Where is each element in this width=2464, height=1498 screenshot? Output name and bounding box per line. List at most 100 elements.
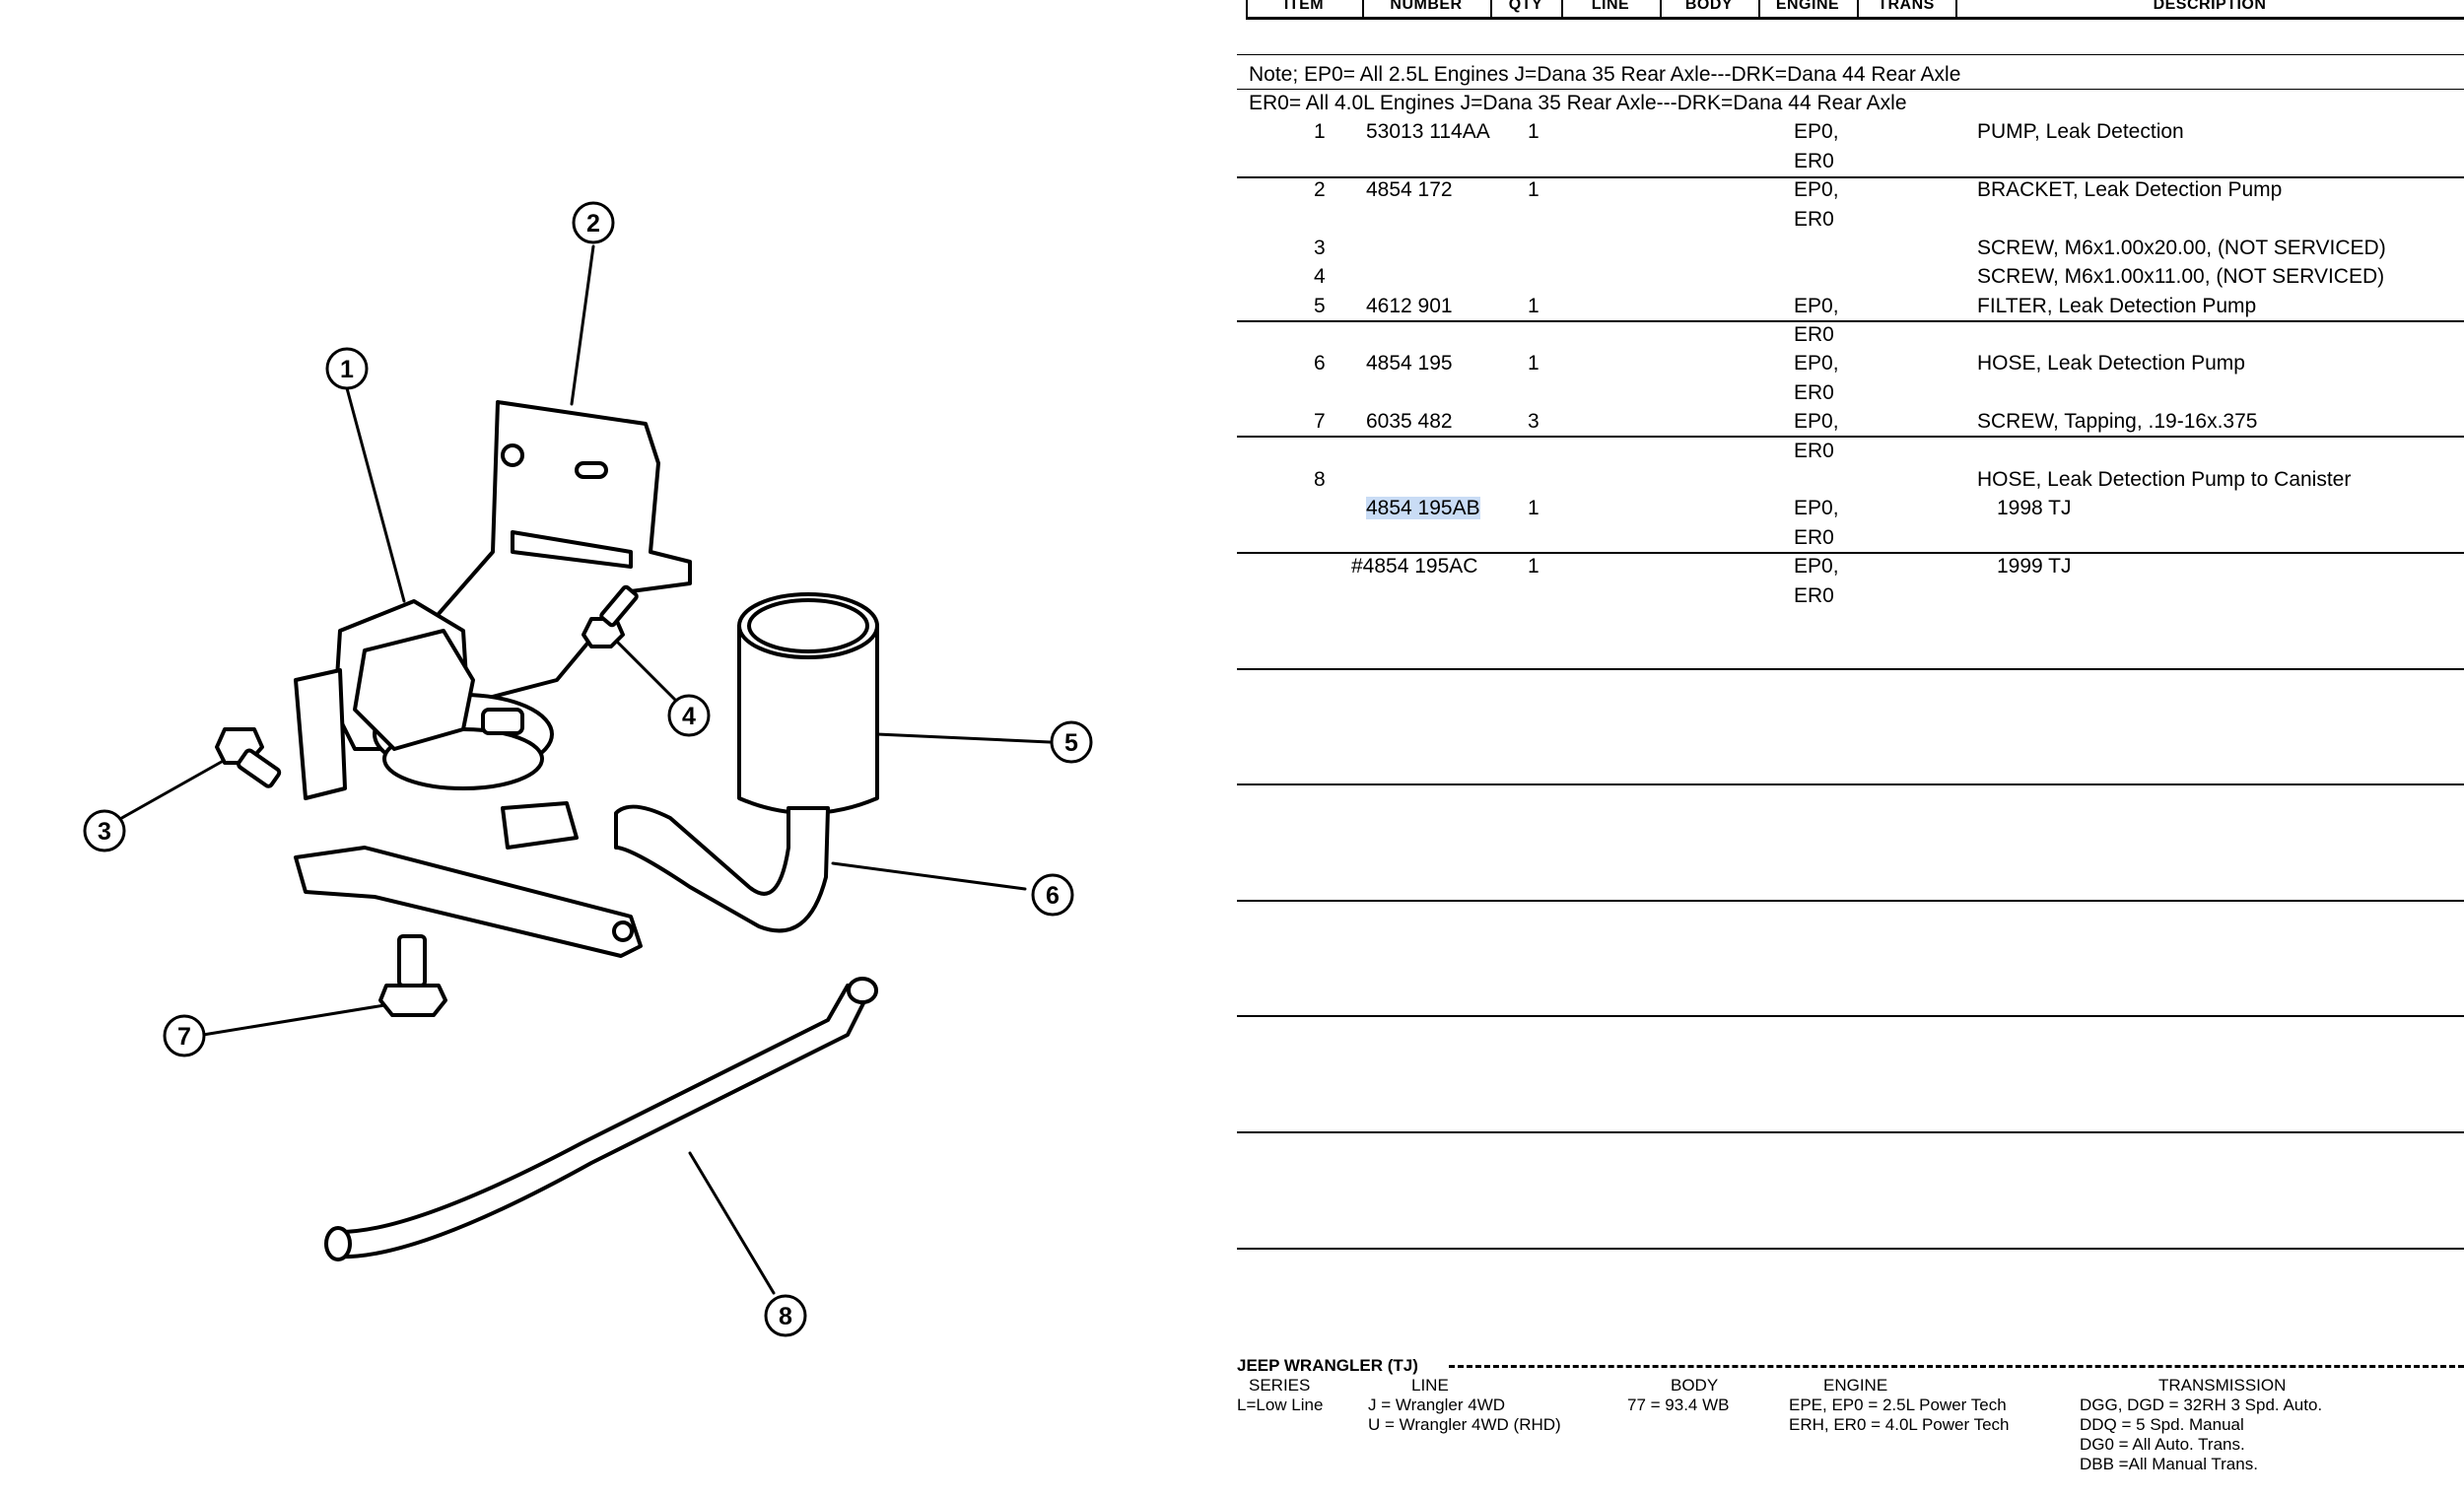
row-2-engine-2: ER0 — [1794, 208, 1834, 231]
legend-line: LINE J = Wrangler 4WD U = Wrangler 4WD (… — [1368, 1376, 1561, 1435]
filter-part — [737, 592, 879, 815]
row-8a-engine-2: ER0 — [1794, 526, 1834, 549]
legend-transmission-entry: DGG, DGD = 32RH 3 Spd. Auto. — [2080, 1396, 2323, 1414]
leader-line-4 — [614, 639, 677, 702]
legend-line-heading: LINE — [1411, 1376, 1449, 1395]
legend-engine-heading: ENGINE — [1823, 1376, 1888, 1395]
row-1-description: PUMP, Leak Detection — [1977, 120, 2184, 143]
row-2-qty: 1 — [1528, 178, 1540, 201]
row-7-engine: EP0, — [1794, 410, 1839, 433]
leader-line-2 — [570, 244, 595, 406]
callout-1-label: 1 — [340, 356, 354, 383]
row-6-number: 4854 195 — [1366, 352, 1453, 374]
row-5-item: 5 — [1314, 295, 1326, 317]
callout-7-label: 7 — [177, 1023, 191, 1051]
bracket-lower-arm — [294, 846, 643, 958]
row-5-engine: EP0, — [1794, 295, 1839, 317]
hose-6-part — [614, 804, 830, 933]
header-trans: TRANS — [1878, 0, 1935, 13]
legend-engine-entry: EPE, EP0 = 2.5L Power Tech — [1789, 1396, 2007, 1414]
table-rule — [1237, 176, 2464, 178]
row-1-qty: 1 — [1528, 120, 1540, 143]
row-2-item: 2 — [1314, 178, 1326, 201]
row-3-description: SCREW, M6x1.00x20.00, (NOT SERVICED) — [1977, 237, 2386, 259]
row-6-engine: EP0, — [1794, 352, 1839, 374]
table-rule — [1237, 552, 2464, 554]
hose-8-end-left — [324, 1226, 352, 1261]
legend-engine: ENGINE EPE, EP0 = 2.5L Power Tech ERH, E… — [1789, 1376, 2009, 1435]
row-8b-engine: EP0, — [1794, 555, 1839, 578]
callout-4: 4 — [667, 694, 711, 737]
row-6-qty: 1 — [1528, 352, 1540, 374]
legend-body: BODY 77 = 93.4 WB — [1627, 1376, 1729, 1415]
legend-engine-entry: ERH, ER0 = 4.0L Power Tech — [1789, 1415, 2010, 1434]
leader-line-6 — [831, 861, 1027, 891]
row-7-description: SCREW, Tapping, .19-16x.375 — [1977, 410, 2258, 433]
leader-line-5 — [875, 732, 1052, 744]
row-6-item: 6 — [1314, 352, 1326, 374]
row-8b-engine-2: ER0 — [1794, 584, 1834, 607]
row-4-description: SCREW, M6x1.00x11.00, (NOT SERVICED) — [1977, 265, 2385, 288]
row-5-number: 4612 901 — [1366, 295, 1453, 317]
legend-transmission-heading: TRANSMISSION — [2158, 1376, 2287, 1395]
legend-body-heading: BODY — [1671, 1376, 1719, 1395]
table-rule — [1237, 1015, 2464, 1017]
callout-7: 7 — [163, 1014, 206, 1057]
legend-series-heading: SERIES — [1249, 1376, 1311, 1395]
row-1-engine-2: ER0 — [1794, 150, 1834, 172]
hose-8-part — [333, 984, 869, 1260]
row-8a-number: 4854 195AB — [1366, 497, 1480, 520]
highlighted-part-number: 4854 195AB — [1366, 497, 1480, 519]
screw-7-part — [378, 934, 447, 1017]
row-2-engine: EP0, — [1794, 178, 1839, 201]
header-description: DESCRIPTION — [2153, 0, 2267, 13]
callout-2: 2 — [572, 201, 615, 244]
legend-series-line: L=Low Line — [1237, 1396, 1324, 1414]
bracket-slot — [575, 461, 608, 479]
callout-4-label: 4 — [682, 703, 696, 730]
row-7-item: 7 — [1314, 410, 1326, 433]
row-8a-engine: EP0, — [1794, 497, 1839, 519]
row-5-qty: 1 — [1528, 295, 1540, 317]
bracket-rib — [511, 530, 633, 569]
row-4-item: 4 — [1314, 265, 1326, 288]
callout-5-label: 5 — [1064, 729, 1078, 757]
pump-nipple — [481, 708, 524, 735]
header-engine: ENGINE — [1775, 0, 1840, 13]
table-rule — [1237, 668, 2464, 670]
header-number: NUMBER — [1390, 0, 1463, 13]
callout-6-label: 6 — [1046, 882, 1060, 910]
row-8-item: 8 — [1314, 468, 1326, 491]
row-1-number: 53013 114AA — [1366, 120, 1490, 143]
table-rule — [1237, 900, 2464, 902]
callout-6: 6 — [1031, 873, 1074, 917]
pump-solenoid — [353, 629, 475, 751]
callout-5: 5 — [1050, 720, 1093, 764]
table-rule — [1237, 320, 2464, 322]
legend-transmission: TRANSMISSION DGG, DGD = 32RH 3 Spd. Auto… — [2080, 1376, 2322, 1474]
table-header: ITEM NUMBER QTY LINE BODY ENGINE TRANS D… — [1246, 0, 2464, 20]
parts-diagram: 1 2 3 4 5 6 7 8 — [0, 0, 1222, 1498]
header-item: ITEM — [1283, 0, 1325, 13]
exploded-view-illustration: 1 2 3 4 5 6 7 8 — [83, 201, 1093, 1337]
leader-line-3 — [116, 757, 229, 822]
callout-8-label: 8 — [779, 1303, 792, 1330]
callout-2-label: 2 — [586, 210, 600, 238]
leader-line-8 — [688, 1151, 776, 1295]
header-body: BODY — [1684, 0, 1734, 13]
bracket-lower-hole — [612, 920, 634, 942]
legend-transmission-entry: DDQ = 5 Spd. Manual — [2080, 1415, 2244, 1434]
row-6-engine-2: ER0 — [1794, 381, 1834, 404]
row-5-description: FILTER, Leak Detection Pump — [1977, 295, 2257, 317]
table-rule — [1237, 783, 2464, 785]
callout-1: 1 — [325, 347, 369, 390]
screw-3-part — [215, 727, 282, 788]
legend-line-entry: J = Wrangler 4WD — [1368, 1396, 1506, 1414]
legend-series: SERIES L=Low Line — [1237, 1376, 1323, 1415]
note-line-2: ER0= All 4.0L Engines J=Dana 35 Rear Axl… — [1249, 92, 1907, 114]
screw-4-part — [582, 584, 639, 648]
parts-table: ITEM NUMBER QTY LINE BODY ENGINE TRANS D… — [1237, 0, 2464, 1498]
row-8a-qty: 1 — [1528, 497, 1540, 519]
row-8-description: HOSE, Leak Detection Pump to Canister — [1977, 468, 2352, 491]
leader-line-7 — [201, 1003, 386, 1037]
